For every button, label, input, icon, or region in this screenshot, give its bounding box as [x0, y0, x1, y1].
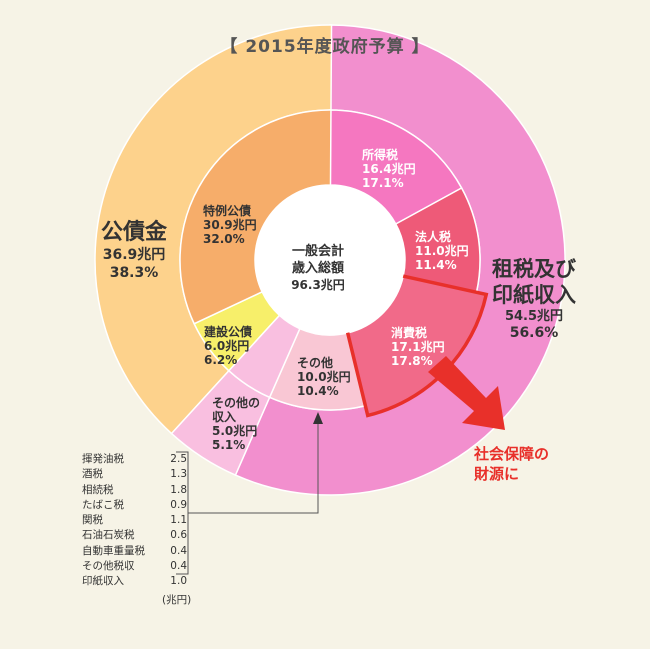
- hojin-pct: 11.4%: [415, 258, 457, 272]
- sonota-shunyu-name-1: その他の: [212, 396, 261, 410]
- sozei-name-2: 印紙収入: [492, 283, 576, 307]
- shohi-amount: 17.1兆円: [391, 340, 445, 354]
- label-hojin: 法人税 11.0兆円 11.4%: [415, 230, 469, 272]
- breakdown-label: 揮発油税: [82, 453, 124, 465]
- sozei-name-1: 租税及び: [492, 257, 576, 281]
- breakdown-label: 印紙収入: [82, 575, 124, 588]
- breakdown-row: 酒税 1.3: [82, 467, 187, 482]
- kensetsu-amount: 6.0兆円: [204, 339, 250, 353]
- callout-line-2: 財源に: [474, 465, 520, 483]
- center-total: 一般会計 歳入総額 96.3兆円: [268, 243, 368, 294]
- callout-arrow-icon: [428, 356, 505, 430]
- shotoku-amount: 16.4兆円: [362, 162, 416, 176]
- tokurei-amount: 30.9兆円: [203, 218, 257, 232]
- sonota-amount: 10.0兆円: [297, 370, 351, 384]
- breakdown-value: 1.1: [170, 514, 187, 527]
- center-line-1: 一般会計: [291, 244, 344, 259]
- breakdown-value: 1.8: [170, 483, 187, 496]
- label-sozei: 租税及び 印紙収入 54.5兆円 56.6%: [484, 256, 584, 342]
- callout-line-1: 社会保障の: [474, 445, 550, 463]
- breakdown-label: 相続税: [82, 483, 114, 496]
- shotoku-name: 所得税: [362, 148, 399, 162]
- shohi-pct: 17.8%: [391, 354, 433, 368]
- breakdown-row: たばこ税 0.9: [82, 498, 187, 513]
- breakdown-value: 1.0: [170, 575, 187, 588]
- breakdown-row: 印紙収入 1.0: [82, 574, 187, 589]
- label-sonota-shunyu: その他の 収入 5.0兆円 5.1%: [212, 396, 260, 452]
- breakdown-label: 自動車重量税: [82, 544, 145, 557]
- sonota-name: その他: [297, 356, 334, 370]
- sonota-shunyu-name-2: 収入: [212, 410, 237, 424]
- sozei-amount: 54.5兆円: [504, 309, 564, 324]
- breakdown-value: 1.3: [170, 468, 187, 481]
- breakdown-label: その他税収: [82, 560, 135, 573]
- tokurei-pct: 32.0%: [203, 232, 245, 246]
- breakdown-label: たばこ税: [82, 498, 124, 511]
- breakdown-value: 0.4: [170, 560, 187, 573]
- shotoku-pct: 17.1%: [362, 176, 404, 190]
- center-amount: 96.3兆円: [291, 278, 345, 292]
- koukai-amount: 36.9兆円: [102, 247, 166, 263]
- sonota-shunyu-amount: 5.0兆円: [212, 424, 258, 438]
- label-sonota: その他 10.0兆円 10.4%: [297, 356, 351, 398]
- breakdown-value: 0.6: [170, 529, 187, 542]
- center-line-2: 歳入総額: [291, 261, 344, 276]
- sonota-pct: 10.4%: [297, 384, 339, 398]
- shohi-name: 消費税: [391, 326, 428, 340]
- kensetsu-name: 建設公債: [204, 325, 253, 339]
- bracket-arrowhead-icon: [313, 412, 323, 424]
- sonota-shunyu-pct: 5.1%: [212, 438, 246, 452]
- breakdown-row: その他税収 0.4: [82, 559, 187, 574]
- label-tokurei: 特例公債 30.9兆円 32.0%: [203, 204, 257, 246]
- breakdown-row: 関税 1.1: [82, 513, 187, 528]
- social-security-callout: 社会保障の 財源に: [474, 444, 549, 484]
- breakdown-row: 自動車重量税 0.4: [82, 544, 187, 559]
- other-tax-breakdown: 揮発油税 2.5 酒税 1.3 相続税 1.8 たばこ税 0.9 関税 1.1 石油石炭税 0.6 自動…: [82, 452, 187, 590]
- hojin-name: 法人税: [415, 230, 452, 244]
- kensetsu-pct: 6.2%: [204, 353, 238, 367]
- breakdown-value: 0.9: [170, 498, 187, 511]
- center-circle: [255, 185, 405, 335]
- hojin-amount: 11.0兆円: [415, 244, 469, 258]
- breakdown-unit: (兆円): [162, 594, 192, 606]
- label-kensetsu: 建設公債 6.0兆円 6.2%: [204, 325, 252, 367]
- breakdown-row: 石油石炭税 0.6: [82, 528, 187, 543]
- breakdown-value: 0.4: [170, 544, 187, 557]
- breakdown-label: 石油石炭税: [82, 529, 135, 542]
- breakdown-label: 関税: [82, 514, 103, 527]
- chart-title: 【 2015年度政府予算 】: [220, 37, 430, 57]
- label-shotoku: 所得税 16.4兆円 17.1%: [362, 148, 416, 190]
- tokurei-name: 特例公債: [203, 204, 252, 218]
- breakdown-value: 2.5: [170, 453, 187, 465]
- koukai-name: 公債金: [100, 220, 167, 245]
- breakdown-row: 揮発油税 2.5: [82, 452, 187, 467]
- label-shohi: 消費税 17.1兆円 17.8%: [391, 326, 445, 368]
- breakdown-bracket: [176, 422, 319, 575]
- breakdown-row: 相続税 1.8: [82, 483, 187, 498]
- koukai-pct: 38.3%: [109, 265, 159, 281]
- sozei-pct: 56.6%: [509, 325, 559, 341]
- label-koukai: 公債金 36.9兆円 38.3%: [88, 220, 180, 282]
- breakdown-label: 酒税: [82, 468, 103, 481]
